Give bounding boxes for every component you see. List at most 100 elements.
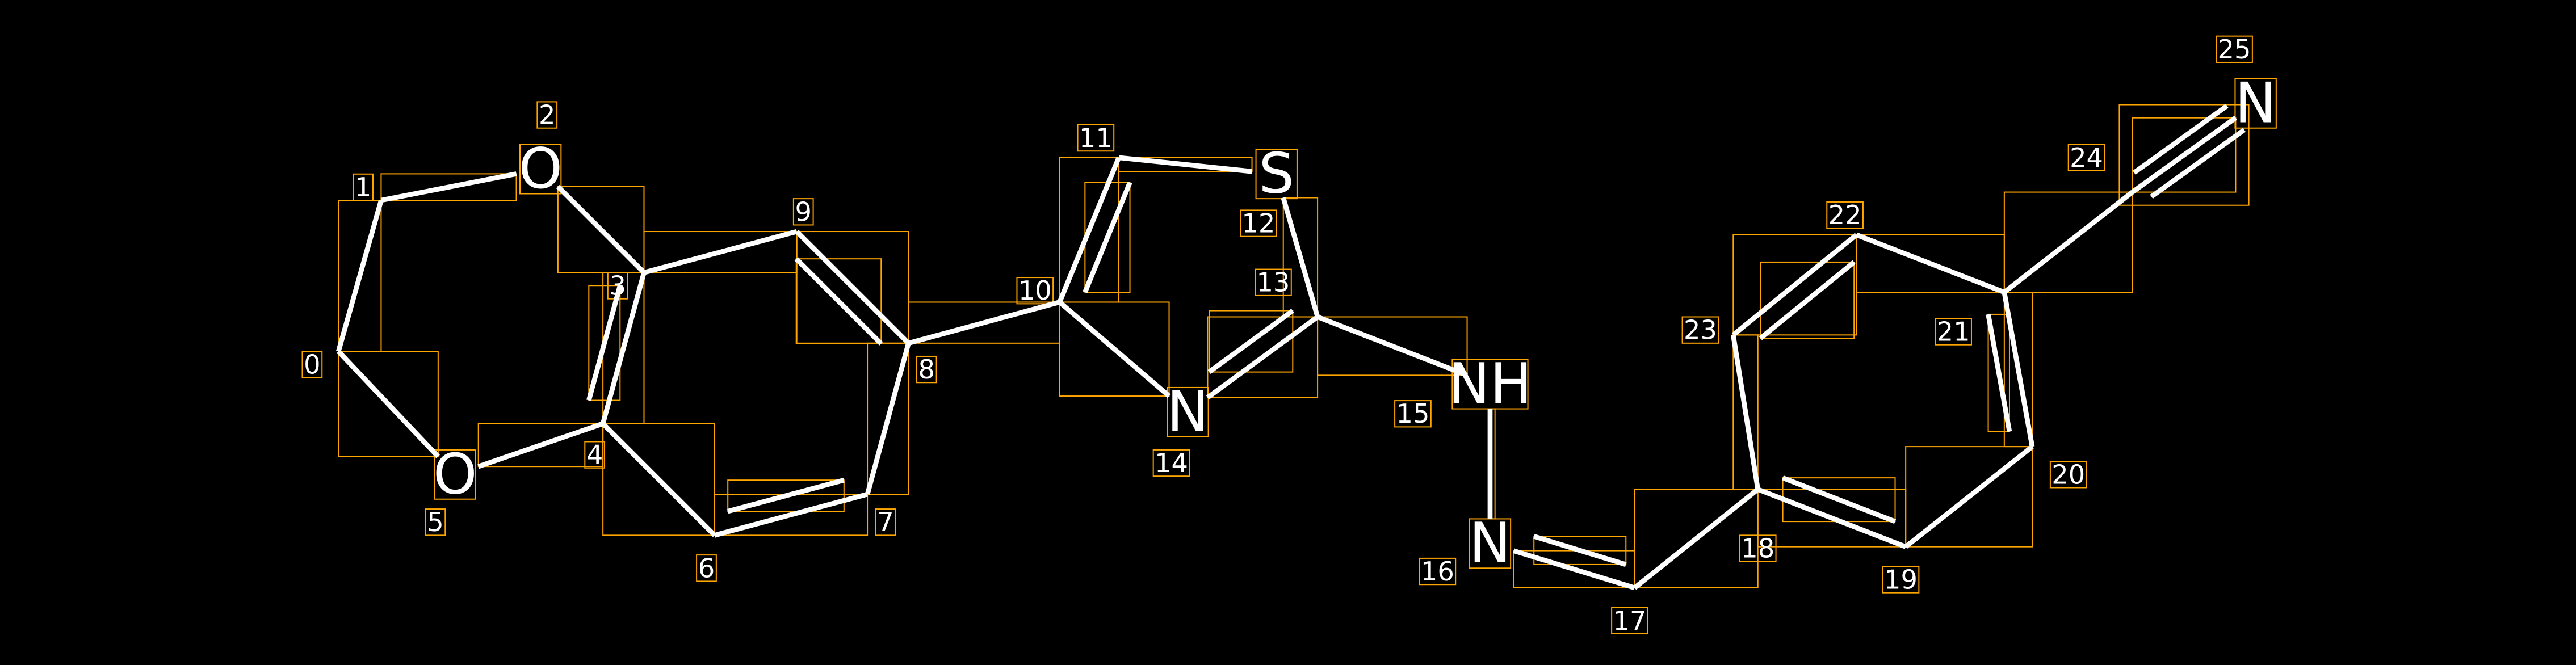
atom-index-box: [2049, 461, 2087, 489]
atom-index-box: [1255, 268, 1292, 296]
atom-label-o: O: [433, 442, 477, 507]
atom-index-box: [1152, 449, 1190, 477]
bond-line: [337, 350, 440, 458]
atom-label-nh: NH: [1448, 352, 1532, 416]
bond-line: [865, 342, 911, 495]
bond-line: [380, 171, 517, 203]
atom-index-box: [425, 508, 446, 536]
atom-index-label: 17: [1613, 605, 1647, 636]
atom-label-box: [1255, 149, 1298, 200]
atom-index-label: 14: [1155, 448, 1188, 478]
bounding-boxes: [301, 35, 2277, 635]
bond-line: [1281, 197, 1320, 318]
atom-index-box: [1611, 607, 1648, 635]
bond-line: [2003, 190, 2134, 294]
bond-box: [1732, 234, 1857, 336]
atom-index-label: 0: [304, 349, 320, 380]
bond-box: [588, 285, 621, 401]
atom-index-label: 1: [355, 172, 371, 203]
atom-label-n: N: [2235, 71, 2277, 136]
double-bond-line: [1533, 534, 1627, 567]
atom-index-label: 18: [1741, 533, 1774, 564]
bonds: [336, 104, 2246, 591]
bond-line: [1731, 334, 1761, 490]
atom-index-label: 6: [698, 553, 715, 583]
atom-index-label: 20: [2051, 459, 2085, 490]
bond-box: [1760, 261, 1855, 339]
bond-box: [1533, 536, 1627, 565]
atom-index-box: [1240, 209, 1277, 237]
atom-index-label: 11: [1079, 123, 1113, 153]
bond-box: [1059, 301, 1170, 397]
atom-index-label: 9: [795, 196, 811, 227]
double-bond-line: [1207, 309, 1294, 374]
triple-bond-line: [2133, 104, 2229, 175]
atom-index-box: [2067, 144, 2105, 171]
atom-index-box: [1935, 318, 1972, 346]
atom-index-label: 15: [1396, 398, 1429, 429]
bond-box: [338, 351, 439, 457]
atom-index-label: 12: [1241, 208, 1275, 239]
double-bond-line: [794, 257, 883, 346]
bond-line: [714, 491, 869, 538]
atom-index-box: [1419, 557, 1457, 586]
atom-index-box: [1882, 566, 1920, 594]
bond-box: [1118, 157, 1253, 172]
atom-index-box: [1826, 201, 1864, 229]
atom-label-box: [519, 144, 562, 195]
bond-line: [2002, 292, 2035, 447]
atom-index-label: 8: [918, 354, 935, 385]
atom-index-label: 19: [1884, 565, 1918, 595]
double-bond-line: [1781, 475, 1897, 524]
bond-line: [1855, 232, 2006, 295]
atom-index-box: [792, 198, 814, 226]
bond-box: [643, 231, 798, 273]
atom-index-box: [696, 554, 717, 582]
atom-index-label: 13: [1256, 267, 1290, 298]
bond-line: [1118, 155, 1253, 174]
atom-index-label: 3: [609, 271, 626, 301]
atom-index-box: [584, 441, 606, 469]
bond-line: [1757, 487, 1907, 549]
atom-index-box: [2216, 35, 2253, 63]
atom-index-label: 2: [539, 100, 555, 131]
bond-box: [1905, 446, 2033, 548]
atom-index-box: [353, 173, 374, 201]
atom-label-box: [1167, 386, 1209, 437]
atom-index-box: [1739, 534, 1777, 562]
atom-label-n: N: [1469, 511, 1511, 576]
bond-box: [795, 258, 882, 344]
double-bond-line: [727, 477, 845, 514]
bond-line: [908, 300, 1060, 346]
atom-label-o: O: [518, 137, 562, 201]
atom-label-s: S: [1259, 142, 1294, 207]
bond-line: [601, 422, 717, 537]
atom-index-box: [875, 508, 896, 536]
atom-label-n: N: [1167, 380, 1209, 444]
bond-line: [1731, 233, 1858, 337]
atom-index-label: 24: [2070, 142, 2103, 173]
bond-line: [1058, 300, 1171, 398]
bond-box: [1987, 313, 2010, 432]
double-bond-line: [1986, 314, 2012, 432]
atom-index-box: [916, 355, 937, 384]
bond-line: [643, 229, 798, 275]
atom-index-label: 23: [1684, 315, 1717, 346]
atom-index-label: 22: [1828, 200, 1862, 230]
atom-index-label: 4: [586, 440, 603, 470]
triple-bond-line: [2150, 128, 2246, 199]
atom-index-box: [1016, 277, 1054, 305]
atom-index-box: [301, 351, 323, 378]
bond-line: [1316, 314, 1469, 378]
bond-line: [477, 421, 604, 469]
bond-line: [1633, 487, 1760, 590]
bond-box: [1317, 316, 1468, 376]
atom-index-box: [536, 101, 558, 129]
bond-line: [1513, 548, 1635, 591]
atom-label-box: [2234, 78, 2277, 129]
bond-line: [1057, 157, 1121, 304]
double-bond-line: [586, 285, 623, 401]
atom-index-label: 10: [1018, 275, 1052, 306]
atom-index-box: [1681, 316, 1719, 344]
